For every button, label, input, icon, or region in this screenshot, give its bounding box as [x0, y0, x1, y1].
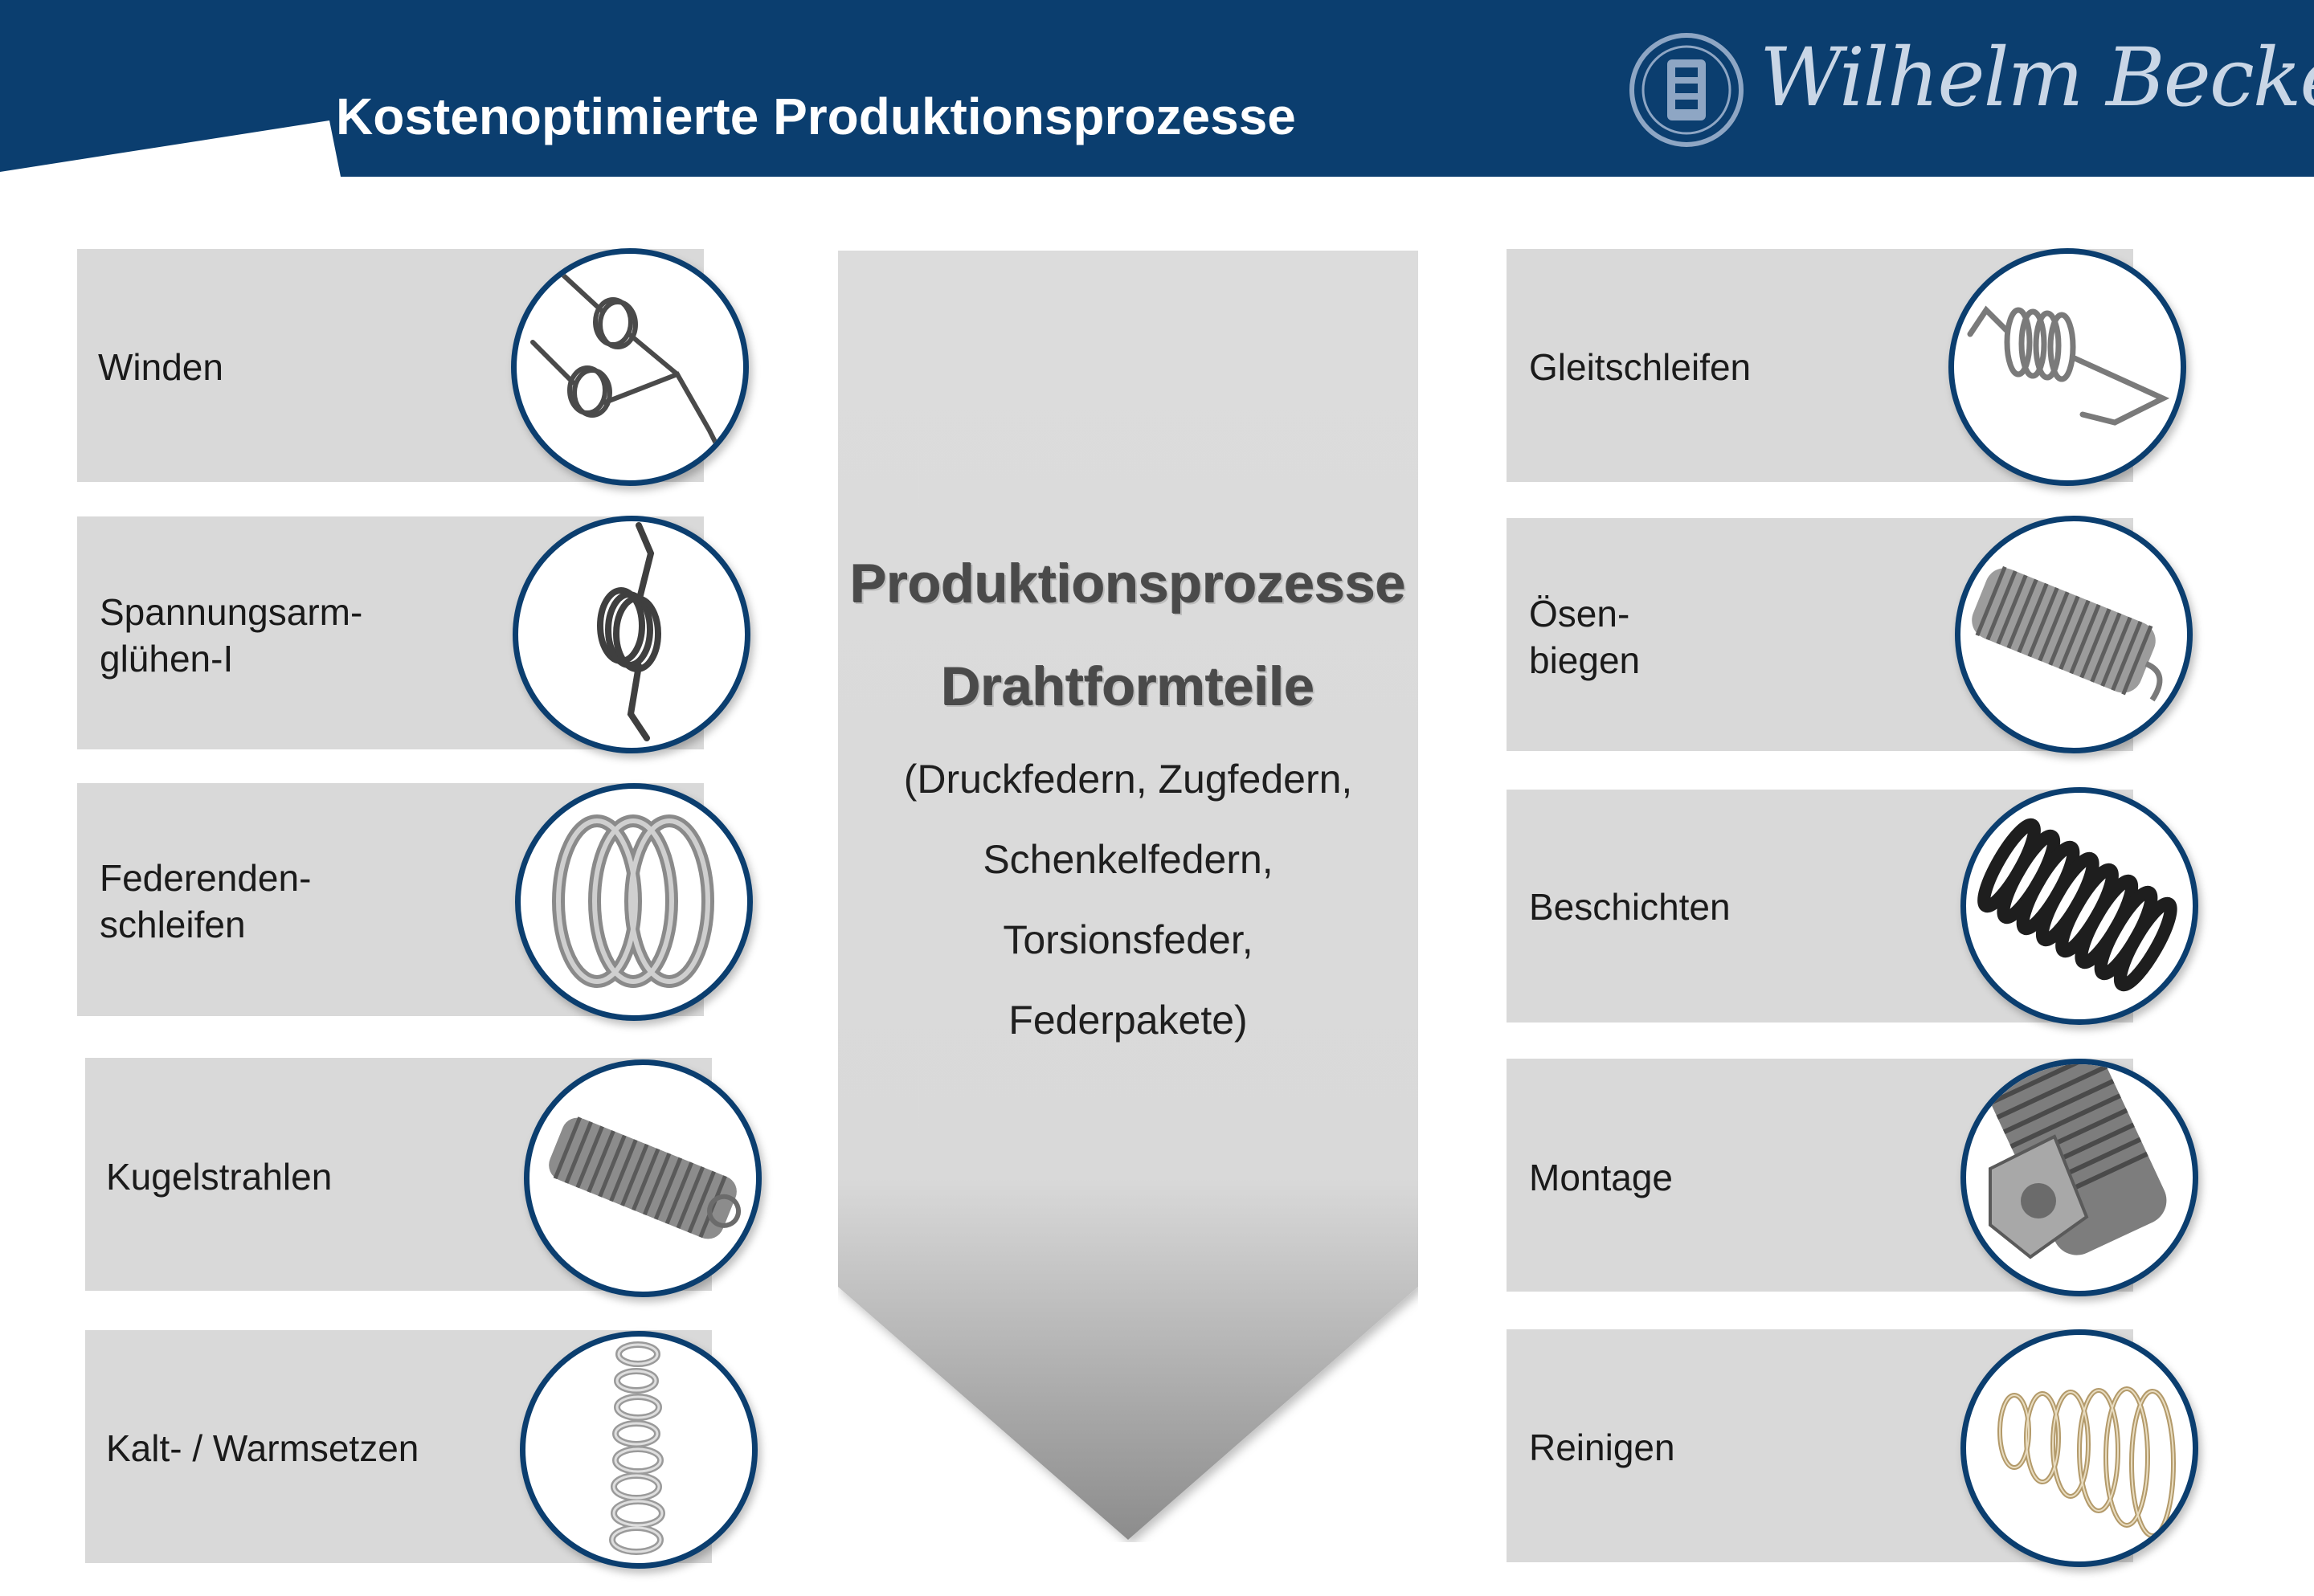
- spring-assembly-icon: [1988, 1064, 2167, 1259]
- process-image-oesenbiegen: [1955, 516, 2193, 753]
- center-sub-line4: Federpakete): [1008, 998, 1248, 1043]
- process-image-federenden: [515, 783, 753, 1021]
- process-image-gleitschleifen: [1948, 248, 2186, 486]
- process-image-reinigen: [1960, 1329, 2198, 1567]
- center-sub-line3: Torsionsfeder,: [1003, 917, 1253, 962]
- process-label-oesenbiegen: Ösen- biegen: [1529, 593, 1641, 681]
- extension-spring-eyelet-icon: [1972, 565, 2163, 702]
- torsion-spring-icon: [597, 522, 661, 741]
- process-image-beschichten: [1960, 787, 2198, 1025]
- extension-spring-hook-icon: [1967, 305, 2170, 426]
- center-sub-line1: (Druckfedern, Zugfedern,: [903, 757, 1353, 802]
- header-bar: [0, 0, 2314, 177]
- ground-spring-ends-icon: [552, 814, 714, 988]
- coated-spring-icon: [1977, 818, 2177, 992]
- torsion-spring-double-icon: [530, 259, 720, 449]
- company-logo-wordmark: Wilhelm Becker: [1760, 31, 2314, 124]
- process-label-montage: Montage: [1529, 1157, 1674, 1198]
- process-image-kaltwarmsetzen: [520, 1331, 758, 1569]
- center-heading-line2: Drahtformteile: [941, 656, 1315, 717]
- page-title: Kostenoptimierte Produktionsprozesse: [336, 88, 1296, 145]
- process-image-spannungsarm: [513, 516, 750, 753]
- process-label-kugelstrahlen: Kugelstrahlen: [106, 1156, 333, 1198]
- process-label-gleitschleifen: Gleitschleifen: [1529, 346, 1752, 388]
- process-label-winden: Winden: [98, 346, 223, 388]
- process-image-winden: [511, 248, 749, 486]
- process-label-beschichten: Beschichten: [1529, 886, 1731, 928]
- shot-peened-spring-icon: [549, 1116, 742, 1239]
- center-arrow-panel: [838, 251, 1418, 1540]
- process-image-kugelstrahlen: [524, 1059, 762, 1297]
- company-emblem-icon: [1629, 33, 1744, 147]
- process-label-reinigen: Reinigen: [1529, 1427, 1675, 1468]
- header-white-wedge: [0, 120, 341, 177]
- process-label-federenden: Federenden- schleifen: [100, 857, 312, 945]
- process-label-kaltwarmsetzen: Kalt- / Warmsetzen: [106, 1427, 419, 1469]
- compression-spring-icon: [609, 1341, 665, 1555]
- process-label-spannungsarm: Spannungsarm- glühen-I: [100, 591, 363, 680]
- center-sub-line2: Schenkelfedern,: [983, 837, 1274, 882]
- center-heading-line1: Produktionsprozesse: [850, 553, 1406, 614]
- process-image-montage: [1960, 1059, 2198, 1296]
- conical-spring-icon: [1997, 1386, 2176, 1538]
